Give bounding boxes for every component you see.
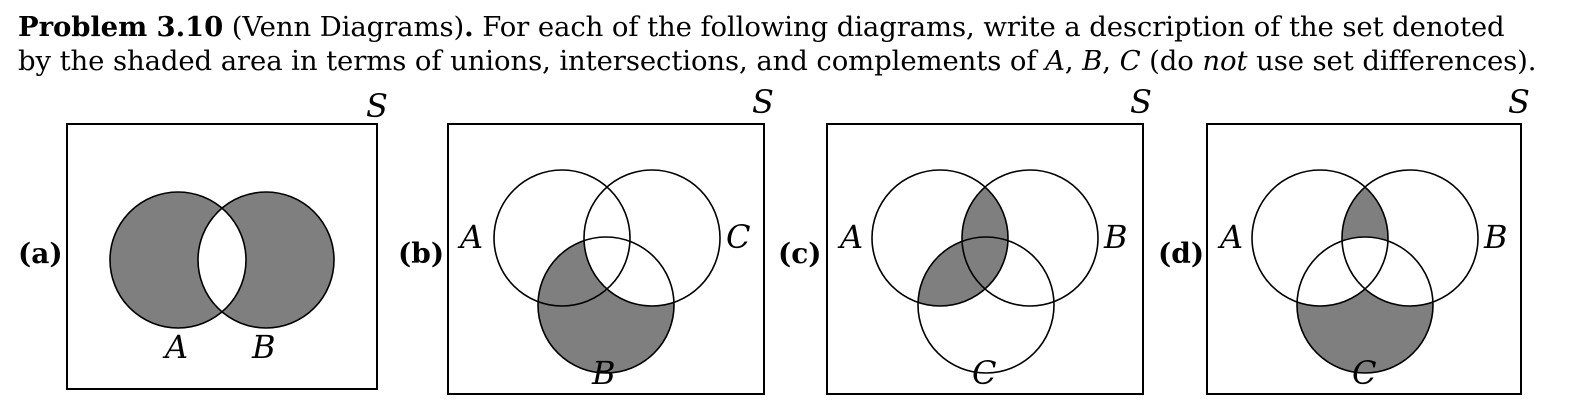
- universe-box: [1206, 123, 1522, 395]
- circle-b: [1341, 169, 1479, 307]
- set-label-c: C: [972, 354, 996, 392]
- circle-b: [961, 169, 1099, 307]
- universe-box: [826, 123, 1144, 395]
- diagram-a: S (a) A B: [18, 87, 388, 390]
- set-a-symbol: A: [1045, 45, 1065, 77]
- set-label-b: B: [1103, 218, 1128, 256]
- set-label-a: A: [457, 218, 483, 256]
- set-label-b: B: [251, 328, 276, 366]
- not-emphasis: not: [1202, 45, 1248, 77]
- circle-a: [1251, 169, 1389, 307]
- circle-c: [1296, 236, 1434, 374]
- set-b-symbol: B: [1082, 45, 1103, 77]
- circle-c: [917, 236, 1055, 374]
- problem-topic: (Venn Diagrams): [231, 11, 465, 43]
- circle-b: [197, 191, 335, 329]
- comma: ,: [1064, 45, 1074, 77]
- set-label-b: B: [1483, 218, 1508, 256]
- set-c-symbol: C: [1119, 45, 1141, 77]
- set-label-c: C: [1352, 354, 1376, 392]
- diagram-b: S (b) A C B: [398, 83, 774, 395]
- circle-a: [493, 169, 631, 307]
- circle-c: [583, 169, 721, 307]
- problem-number: Problem 3.10: [18, 11, 224, 43]
- problem-line-1: Problem 3.10 (Venn Diagrams). For each o…: [18, 10, 1570, 44]
- set-label-c: C: [726, 218, 750, 256]
- set-label-b: B: [591, 354, 616, 392]
- universe-label: S: [1508, 83, 1530, 121]
- universe-label: S: [366, 87, 388, 125]
- part-label: (d): [1158, 237, 1204, 270]
- universe-label: S: [1130, 83, 1152, 121]
- circle-a: [109, 191, 247, 329]
- paren-open-text: (do: [1149, 45, 1194, 77]
- problem-dot: .: [464, 11, 474, 43]
- universe-label: S: [752, 83, 774, 121]
- circle-a: [871, 169, 1009, 307]
- set-label-a: A: [162, 328, 188, 366]
- set-label-a: A: [837, 218, 863, 256]
- problem-line-1-text: For each of the following diagrams, writ…: [482, 11, 1505, 43]
- part-label: (a): [18, 237, 63, 270]
- problem-line-2-text: by the shaded area in terms of unions, i…: [18, 45, 1037, 77]
- part-label: (b): [398, 237, 444, 270]
- problem-line-2: by the shaded area in terms of unions, i…: [18, 44, 1570, 78]
- unshaded-intersection: [198, 192, 246, 328]
- part-label: (c): [778, 237, 822, 270]
- set-label-a: A: [1217, 218, 1243, 256]
- circle-b: [537, 236, 675, 374]
- diagram-d: S (d) A B C: [1158, 83, 1530, 395]
- universe-box: [66, 123, 378, 390]
- diagram-c: S (c) A B C: [778, 83, 1152, 395]
- comma: ,: [1102, 45, 1111, 77]
- problem-statement: Problem 3.10 (Venn Diagrams). For each o…: [18, 10, 1570, 78]
- paren-close-text: use set differences).: [1256, 45, 1537, 77]
- universe-box: [447, 123, 765, 395]
- shaded-a-and-b: [962, 170, 1008, 306]
